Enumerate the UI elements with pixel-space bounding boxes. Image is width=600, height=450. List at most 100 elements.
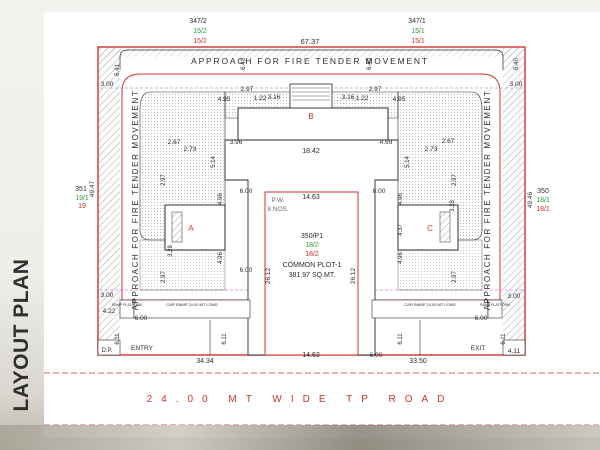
dim-495-r: 4.95	[393, 96, 406, 103]
exit-label: EXIT	[471, 345, 485, 352]
dim-297-3: 2.97	[161, 174, 167, 186]
common-plot-red: 18/2	[305, 251, 319, 258]
dim-273-l: 2.73	[184, 146, 197, 153]
dim-273-r: 2.73	[425, 146, 438, 153]
car-ramp-left-label: CAR RAMP 24.00 MT LONG	[166, 302, 217, 307]
plan-sheet: 24.00 MT WIDE TP ROAD 347/2 15/2 15/2 34…	[44, 12, 600, 437]
dim-300-br: 3.00	[508, 293, 521, 300]
dim-2612-r: 26.12	[350, 267, 357, 284]
ramp-platform-left-label: RAMP PLATFORM	[112, 303, 142, 307]
dp-box	[97, 339, 121, 356]
dim-316-l: 3.16	[268, 94, 281, 101]
ramp-platform-right	[487, 299, 503, 319]
dim-437: 4.37	[398, 224, 404, 236]
dim-300-bl: 3.00	[101, 292, 114, 299]
dim-514-r: 5.14	[405, 156, 411, 168]
central-courtyard	[224, 139, 399, 356]
dim-640-c: 6.40	[514, 58, 520, 70]
dim-3350: 33.50	[409, 358, 427, 365]
fire-tender-driveway	[121, 73, 501, 301]
common-plot-name: COMMON PLOT-1	[283, 262, 342, 269]
dim-611-1: 6.11	[115, 333, 121, 345]
dim-600-2: 6.00	[373, 188, 386, 195]
dim-297-6: 2.97	[452, 271, 458, 283]
dim-641: 6.41	[115, 64, 121, 76]
dim-297-4: 2.97	[452, 174, 458, 186]
survey-351: 351	[75, 186, 87, 193]
dim-640-a: 6.40	[241, 58, 247, 70]
dim-640-b: 6.40	[367, 58, 373, 70]
survey-351-red: 19	[78, 203, 86, 210]
building-b-label: B	[308, 112, 313, 121]
survey-left-green: 15/2	[193, 28, 207, 35]
dim-300-tr: 3.00	[510, 81, 523, 88]
survey-left: 347/2	[189, 18, 207, 25]
common-plot-area: 381.97 SQ.MT.	[289, 272, 336, 279]
ramp-platform-right-label: RAMP PLATFORM	[480, 303, 510, 307]
right-depth-dim: 49.46	[527, 191, 534, 208]
dim-600-5: 6.00	[370, 352, 383, 359]
survey-350: 350	[537, 188, 549, 195]
top-margin-hatch	[98, 47, 525, 57]
site-layout-drawing: 24.00 MT WIDE TP ROAD 347/2 15/2 15/2 34…	[44, 18, 600, 426]
bottom-backdrop	[0, 425, 600, 450]
dim-496-1: 4.96	[218, 193, 224, 205]
dim-496-2: 4.96	[398, 193, 404, 205]
dim-496-3: 4.96	[218, 252, 224, 264]
left-margin-hatch	[98, 47, 120, 347]
left-depth-dim: 49.47	[89, 180, 96, 197]
dim-496-4: 4.96	[398, 252, 404, 264]
road-label: 24.00 MT WIDE TP ROAD	[147, 394, 454, 405]
dim-297-2: 2.97	[369, 86, 382, 93]
common-plot-survey: 350/P1	[301, 233, 323, 240]
outer-driveway-edge	[119, 49, 504, 70]
survey-right-green: 15/1	[411, 28, 425, 35]
dim-469: 4.69	[380, 139, 393, 146]
dim-514-l: 5.14	[211, 156, 217, 168]
car-ramp-left	[133, 299, 251, 319]
dim-611-3: 6.11	[398, 333, 404, 345]
exit-box	[502, 339, 526, 356]
dim-3434: 34.34	[196, 358, 214, 365]
building-c-label: C	[427, 224, 433, 233]
dim-328-r: 3.28	[450, 200, 456, 212]
dim-2612-l: 26.12	[265, 267, 272, 284]
dim-411: 4.11	[508, 348, 521, 355]
dim-1463-bottom: 14.63	[302, 352, 320, 359]
dim-611-2: 6.11	[222, 333, 228, 345]
survey-left-red: 15/2	[193, 38, 207, 45]
dim-422: 4.22	[103, 308, 116, 315]
dim-600-6: 6.00	[475, 315, 488, 322]
dim-122-l: 1.22	[254, 95, 267, 102]
approach-left-label: APPROACH FOR FIRE TENDER MOVEMENT	[131, 90, 140, 311]
dim-396: 3.96	[230, 139, 243, 146]
dim-600-1: 6.00	[240, 188, 253, 195]
survey-right-red: 15/1	[411, 38, 425, 45]
dim-122-r: 1.22	[356, 95, 369, 102]
dim-1463-top: 14.63	[302, 194, 320, 201]
dim-297-1: 2.97	[241, 86, 254, 93]
building-a-label: A	[188, 224, 194, 233]
dim-611-4: 6.11	[501, 333, 507, 345]
pw-label-2: 8 NOS.	[267, 206, 289, 213]
approach-top-label: APPROACH FOR FIRE TENDER MOVEMENT	[191, 56, 429, 66]
dim-1842: 18.42	[302, 148, 320, 155]
dim-316-r: 3.16	[342, 94, 355, 101]
common-plot-green: 18/2	[305, 242, 319, 249]
layout-plan-title-box: LAYOUT PLAN	[2, 250, 42, 420]
dim-328-l: 3.28	[168, 245, 174, 257]
car-ramp-right-label: CAR RAMP 24.00 MT LONG	[404, 302, 455, 307]
pw-label-1: P.W.	[272, 197, 285, 204]
dim-600-4: 6.00	[135, 315, 148, 322]
dim-600-3: 6.00	[240, 267, 253, 274]
dim-297-5: 2.97	[161, 271, 167, 283]
right-margin-hatch	[503, 47, 525, 347]
survey-351-green: 19/1	[75, 195, 89, 202]
entry-label: ENTRY	[131, 345, 154, 352]
dim-267-l: 2.67	[168, 139, 181, 146]
survey-350-red: 18/1	[536, 206, 550, 213]
dim-495-l: 4.95	[218, 96, 231, 103]
top-width-dim: 67.37	[301, 37, 320, 46]
dim-300-tl: 3.00	[101, 81, 114, 88]
dp-label: D.P.	[102, 348, 113, 354]
